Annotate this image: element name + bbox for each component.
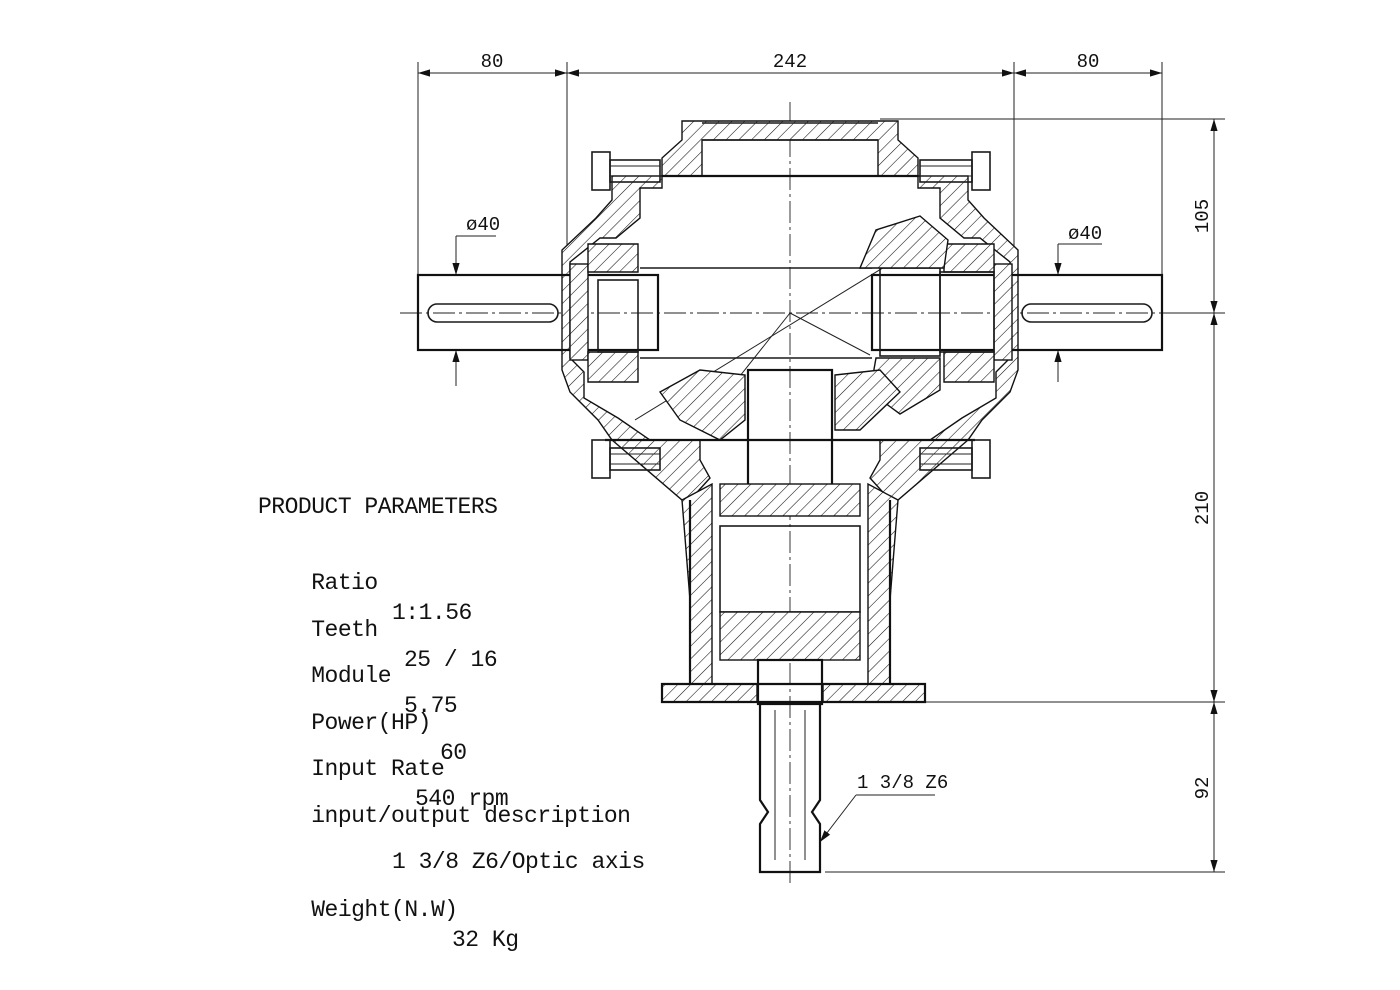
dim-housing-width-label: 242 xyxy=(773,51,807,73)
param-value-power: 60 xyxy=(440,740,467,766)
param-label-ratio: Ratio xyxy=(311,570,378,596)
param-value-input-rate: 540 rpm xyxy=(415,786,509,812)
bevel-gears xyxy=(658,215,949,441)
input-shaft xyxy=(416,243,1164,383)
param-value-weight: 32 Kg xyxy=(452,927,519,953)
param-label-input-rate: Input Rate xyxy=(311,756,445,782)
param-label-power: Power(HP) xyxy=(311,710,431,736)
param-label-io-description: input/output description xyxy=(311,803,631,829)
param-value-teeth: 25 / 16 xyxy=(404,647,498,673)
param-row-power: Power(HP) 60 xyxy=(258,678,467,766)
output-shaft xyxy=(719,368,861,874)
param-row-io-description: input/output description xyxy=(258,771,631,829)
dim-output-length-label: 92 xyxy=(1192,777,1214,800)
dim-left-flange-label: 80 xyxy=(481,51,504,73)
dim-upper-height-label: 105 xyxy=(1192,199,1214,233)
dimension-lines xyxy=(417,62,1225,873)
param-row-module: Module 5.75 xyxy=(258,631,458,719)
param-row-teeth: Teeth 25 / 16 xyxy=(258,585,497,673)
param-value-module: 5.75 xyxy=(404,693,458,719)
param-row-ratio: Ratio 1:1.56 xyxy=(258,538,472,626)
param-row-input-rate: Input Rate 540 rpm xyxy=(258,724,508,812)
param-label-weight: Weight(N.W) xyxy=(311,897,458,923)
parameters-heading: PRODUCT PARAMETERS xyxy=(258,494,498,520)
dim-right-diameter-label: ø40 xyxy=(1068,223,1102,245)
dim-lower-height-label: 210 xyxy=(1192,491,1214,525)
gearbox-housing xyxy=(561,120,1019,704)
param-value-ratio: 1:1.56 xyxy=(392,600,472,626)
param-row-io-spec: 1 3/8 Z6/Optic axis xyxy=(258,817,645,875)
param-label-teeth: Teeth xyxy=(311,617,378,643)
param-row-weight: Weight(N.W) 32 Kg xyxy=(258,865,519,953)
param-label-module: Module xyxy=(311,663,392,689)
param-value-io-spec: 1 3/8 Z6/Optic axis xyxy=(392,849,645,875)
dim-right-flange-label: 80 xyxy=(1077,51,1100,73)
spline-callout-label: 1 3/8 Z6 xyxy=(857,772,948,794)
dim-left-diameter-label: ø40 xyxy=(466,214,500,236)
